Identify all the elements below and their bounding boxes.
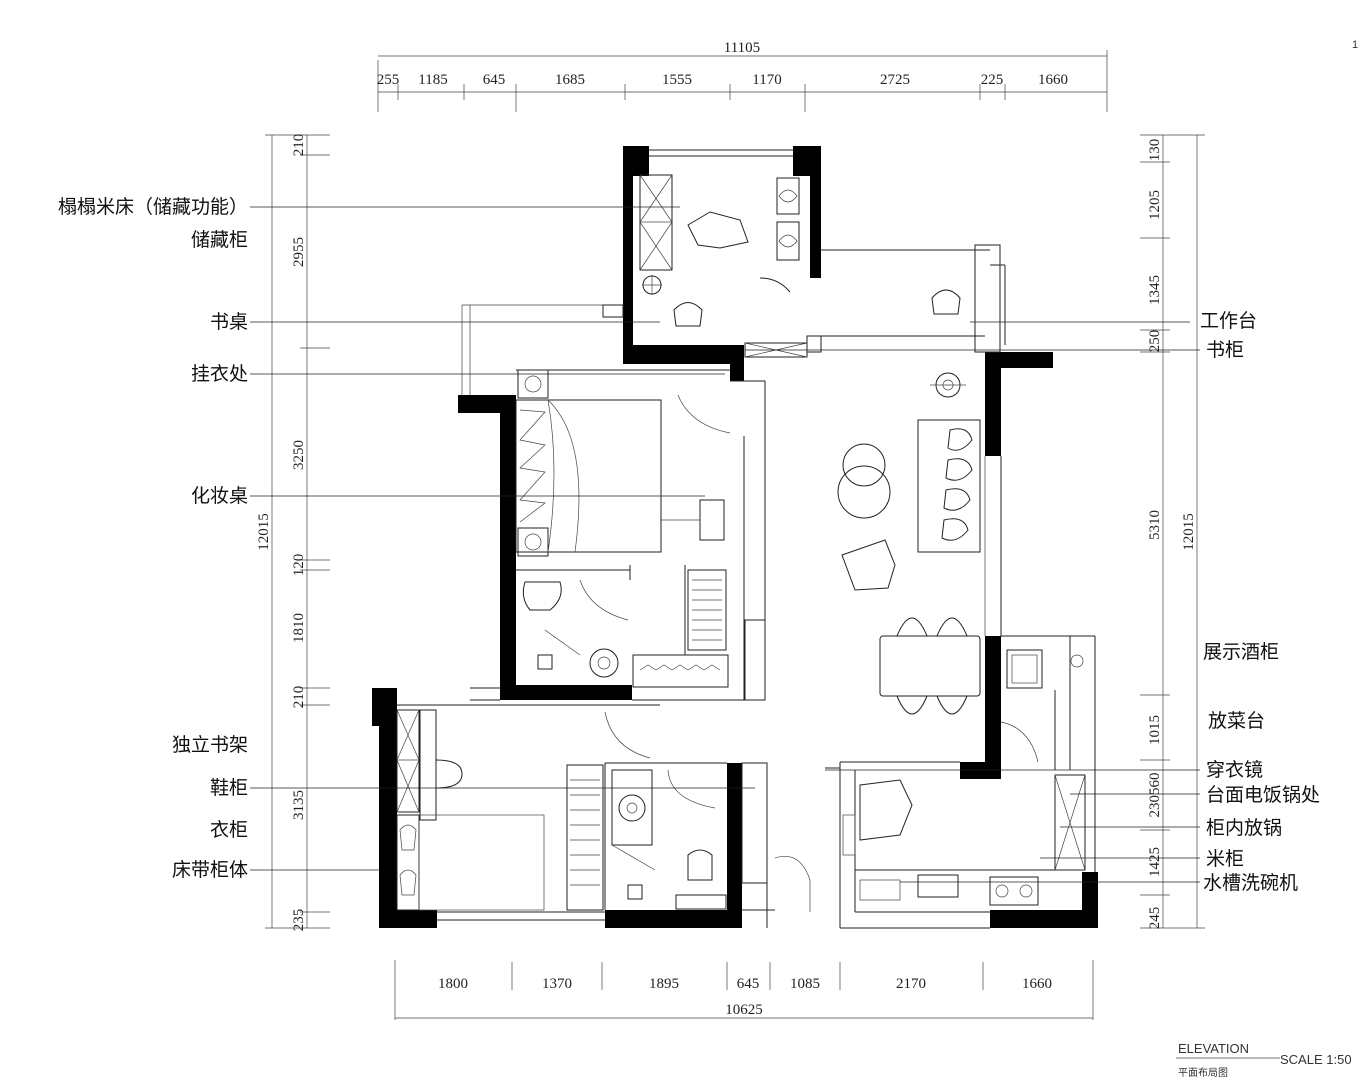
bottom-dim-3: 1895: [649, 976, 679, 992]
top-dim-1: 255: [377, 72, 400, 88]
left-dim-3: 3250: [291, 440, 307, 470]
leader-lines: [250, 206, 1200, 883]
label-bookcase: 书柜: [1206, 339, 1244, 361]
bottom-dim-5: 1085: [790, 976, 820, 992]
right-dim-4: 250: [1147, 330, 1163, 353]
bottom-dim-7: 1660: [1022, 976, 1052, 992]
footer: ELEVATION SCALE 1:50 平面布局图: [1176, 1041, 1352, 1079]
top-dim-9: 1660: [1038, 72, 1068, 88]
label-workbench: 工作台: [1200, 310, 1257, 332]
scale-label: SCALE 1:50: [1280, 1052, 1352, 1067]
left-dim-7: 3135: [291, 790, 307, 820]
bottom-dimension-chain: 1800 1370 1895 645 1085 2170 1660 10625: [394, 960, 1094, 1020]
top-dim-2: 1185: [418, 72, 447, 88]
right-annotations: 工作台 书柜 展示酒柜 放菜台 穿衣镜 台面电饭锅处 柜内放锅 米柜 水槽洗碗机: [1200, 310, 1320, 894]
left-total-dim: 12015: [256, 513, 272, 551]
walls: [372, 146, 1098, 928]
label-hanging-area: 挂衣处: [191, 363, 248, 385]
label-mirror: 穿衣镜: [1206, 759, 1263, 781]
top-dim-4: 1685: [555, 72, 585, 88]
label-pot-cabinet: 柜内放锅: [1206, 817, 1282, 839]
top-dim-5: 1555: [662, 72, 692, 88]
left-dim-4: 120: [291, 554, 307, 577]
right-dim-6: 1015: [1147, 715, 1163, 745]
elevation-label: ELEVATION: [1178, 1041, 1249, 1056]
label-rice-cooker: 台面电饭锅处: [1206, 784, 1320, 806]
left-dim-8: 235: [291, 909, 307, 932]
left-dim-1: 210: [291, 134, 307, 157]
left-annotations: 榻榻米床（储藏功能） 储藏柜 书桌 挂衣处 化妆桌 独立书架 鞋柜 衣柜 床带柜…: [58, 196, 248, 881]
label-bed-cabinet: 床带柜体: [172, 859, 248, 881]
label-tatami-bed: 榻榻米床（储藏功能）: [58, 196, 248, 218]
bottom-dim-4: 645: [737, 976, 760, 992]
bottom-dim-2: 1370: [542, 976, 572, 992]
top-dim-6: 1170: [752, 72, 781, 88]
bottom-dim-1: 1800: [438, 976, 468, 992]
label-shoe-cabinet: 鞋柜: [210, 777, 248, 799]
bottom-total-dim: 10625: [725, 1002, 763, 1018]
label-storage-cabinet: 储藏柜: [191, 229, 248, 251]
label-wine-cabinet: 展示酒柜: [1203, 641, 1279, 663]
bottom-dim-6: 2170: [896, 976, 926, 992]
left-dim-5: 1810: [291, 613, 307, 643]
furniture: [396, 174, 1084, 912]
label-desk: 书桌: [210, 311, 248, 333]
top-dim-3: 645: [483, 72, 506, 88]
label-prep-counter: 放菜台: [1208, 710, 1265, 732]
right-dim-7: 230560: [1147, 773, 1163, 818]
right-dim-2: 1205: [1147, 190, 1163, 220]
right-dim-5: 5310: [1147, 510, 1163, 540]
plan-title: 平面布局图: [1178, 1067, 1228, 1079]
top-dim-8: 225: [981, 72, 1004, 88]
left-dim-2: 2955: [291, 237, 307, 267]
label-wardrobe: 衣柜: [210, 819, 248, 841]
right-dimension-chain: 12015 130 1205 1345 250 5310 1015 230560…: [1140, 134, 1205, 930]
right-total-dim: 12015: [1181, 513, 1197, 551]
top-dim-7: 2725: [880, 72, 910, 88]
top-total-dim: 11105: [724, 40, 760, 56]
label-dressing-table: 化妆桌: [191, 485, 248, 507]
label-bookshelf: 独立书架: [172, 734, 248, 756]
label-rice-cabinet: 米柜: [1206, 848, 1244, 870]
partitions: [397, 149, 1096, 929]
top-dimension-chain: 11105 255 1185 645 1685 1555 1170 2725 2…: [377, 40, 1108, 112]
label-sink-dishwasher: 水槽洗碗机: [1203, 872, 1298, 894]
left-dimension-chain: 12015 210 2955 3250 120 1810 210 3135 23…: [256, 134, 330, 932]
right-dim-3: 1345: [1147, 275, 1163, 305]
left-dim-6: 210: [291, 686, 307, 709]
right-dim-1: 130: [1147, 139, 1163, 162]
page-number: 1: [1352, 39, 1358, 51]
right-dim-9: 245: [1147, 907, 1163, 930]
right-dim-8: 1425: [1147, 847, 1163, 877]
